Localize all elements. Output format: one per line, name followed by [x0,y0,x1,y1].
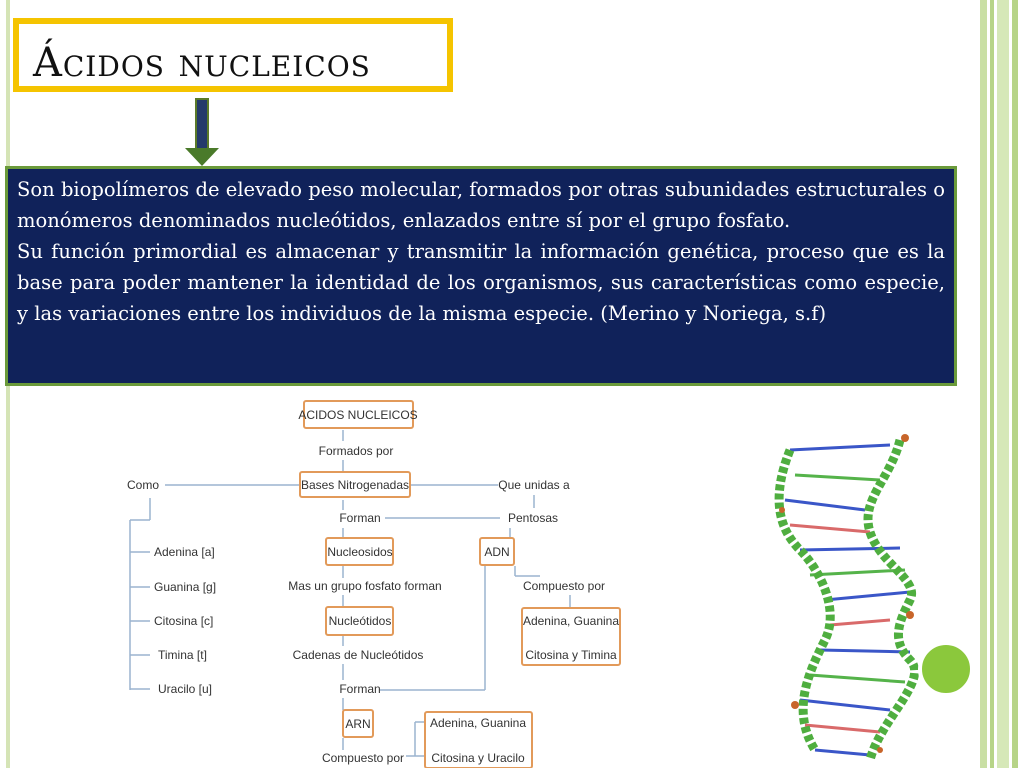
right-stripe-3 [997,0,1009,768]
green-dot-decoration [918,641,974,697]
arn-box-line-2: Citosina y Uracilo [431,751,525,765]
node-nucleotidos: Nucleótidos [329,614,392,628]
label-como: Como [127,478,159,492]
base-timina: Timina [t] [158,648,207,662]
description-paragraph-1: Son biopolímeros de elevado peso molecul… [17,178,945,232]
dna-model-image [774,434,920,762]
node-adn: ADN [484,545,509,559]
label-forman-2: Forman [339,682,380,696]
node-arn: ARN [345,717,370,731]
description-paragraph-2: Su función primordial es almacenar y tra… [17,240,945,325]
dna-rungs [784,443,911,757]
label-fosfato: Mas un grupo fosfato forman [288,579,441,593]
node-boxes [299,400,621,768]
label-pentosas: Pentosas [508,511,558,525]
concept-map: ACIDOS NUCLEICOS Formados por Bases Nitr… [127,400,621,768]
dna-strand-1 [774,448,835,753]
node-root: ACIDOS NUCLEICOS [298,408,417,422]
dna-strand-2 [863,438,920,762]
title-box: Ácidos nucleicos [13,18,453,92]
down-arrow-icon [185,148,219,166]
description-panel: Son biopolímeros de elevado peso molecul… [5,166,957,386]
base-citosina: Citosina [c] [154,614,213,628]
arn-box-line-1: Adenina, Guanina [430,716,526,730]
node-bases: Bases Nitrogenadas [301,478,409,492]
slide-title: Ácidos nucleicos [33,40,371,86]
base-uracilo: Uracilo [u] [158,682,212,696]
label-compuesto-por-arn: Compuesto por [322,751,404,765]
base-guanina: Guanina [g] [154,580,216,594]
adn-box-line-1: Adenina, Guanina [523,614,619,628]
right-stripe-2 [990,0,994,768]
label-que-unidas: Que unidas a [498,478,570,492]
phosphate-atoms [779,434,914,753]
node-nucleosidos: Nucleosidos [327,545,392,559]
label-compuesto-por-adn: Compuesto por [523,579,605,593]
connector-lines [129,430,571,757]
label-cadenas: Cadenas de Nucleótidos [293,648,424,662]
base-adenina: Adenina [a] [154,545,215,559]
label-formed-by: Formados por [319,444,394,458]
label-forman: Forman [339,511,380,525]
adn-box-line-2: Citosina y Timina [525,648,617,662]
right-stripe-1 [980,0,987,768]
right-stripe-4 [1012,0,1018,768]
